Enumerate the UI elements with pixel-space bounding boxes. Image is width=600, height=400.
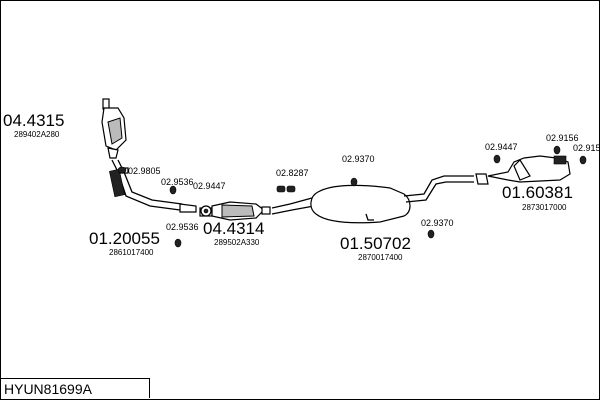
oe-number-front: 2861017400 <box>109 248 154 257</box>
rear-silencer-drawing <box>475 155 571 185</box>
oe-number-cat1: 289402A280 <box>14 130 60 139</box>
code-h: 02.9447 <box>485 142 518 152</box>
code-j: 02.9156 <box>573 143 600 153</box>
code-b: 02.9536 <box>161 177 194 187</box>
part-number-rear: 01.60381 <box>502 183 573 202</box>
code-i: 02.9156 <box>546 133 579 143</box>
small-parts-drawing <box>117 145 587 248</box>
catalyst-1-drawing <box>101 98 127 159</box>
part-number-cat1: 04.4315 <box>3 111 64 130</box>
code-c: 02.9447 <box>193 181 226 191</box>
front-pipe-drawing <box>109 159 197 213</box>
code-g: 02.9370 <box>421 218 454 228</box>
diagram-title: HYUN81699A <box>0 378 150 398</box>
part-number-front: 01.20055 <box>89 229 160 248</box>
code-d: 02.9536 <box>166 222 199 232</box>
middle-silencer-drawing <box>271 175 474 224</box>
part-number-middle: 01.50702 <box>340 234 411 253</box>
oe-number-cat2: 289502A330 <box>214 238 260 247</box>
code-a: 02.9805 <box>128 166 161 176</box>
oe-number-middle: 2870017400 <box>358 253 403 262</box>
code-f: 02.9370 <box>342 154 375 164</box>
oe-number-rear: 2873017000 <box>522 203 567 212</box>
code-e: 02.8287 <box>276 168 309 178</box>
part-number-cat2: 04.4314 <box>203 219 264 238</box>
